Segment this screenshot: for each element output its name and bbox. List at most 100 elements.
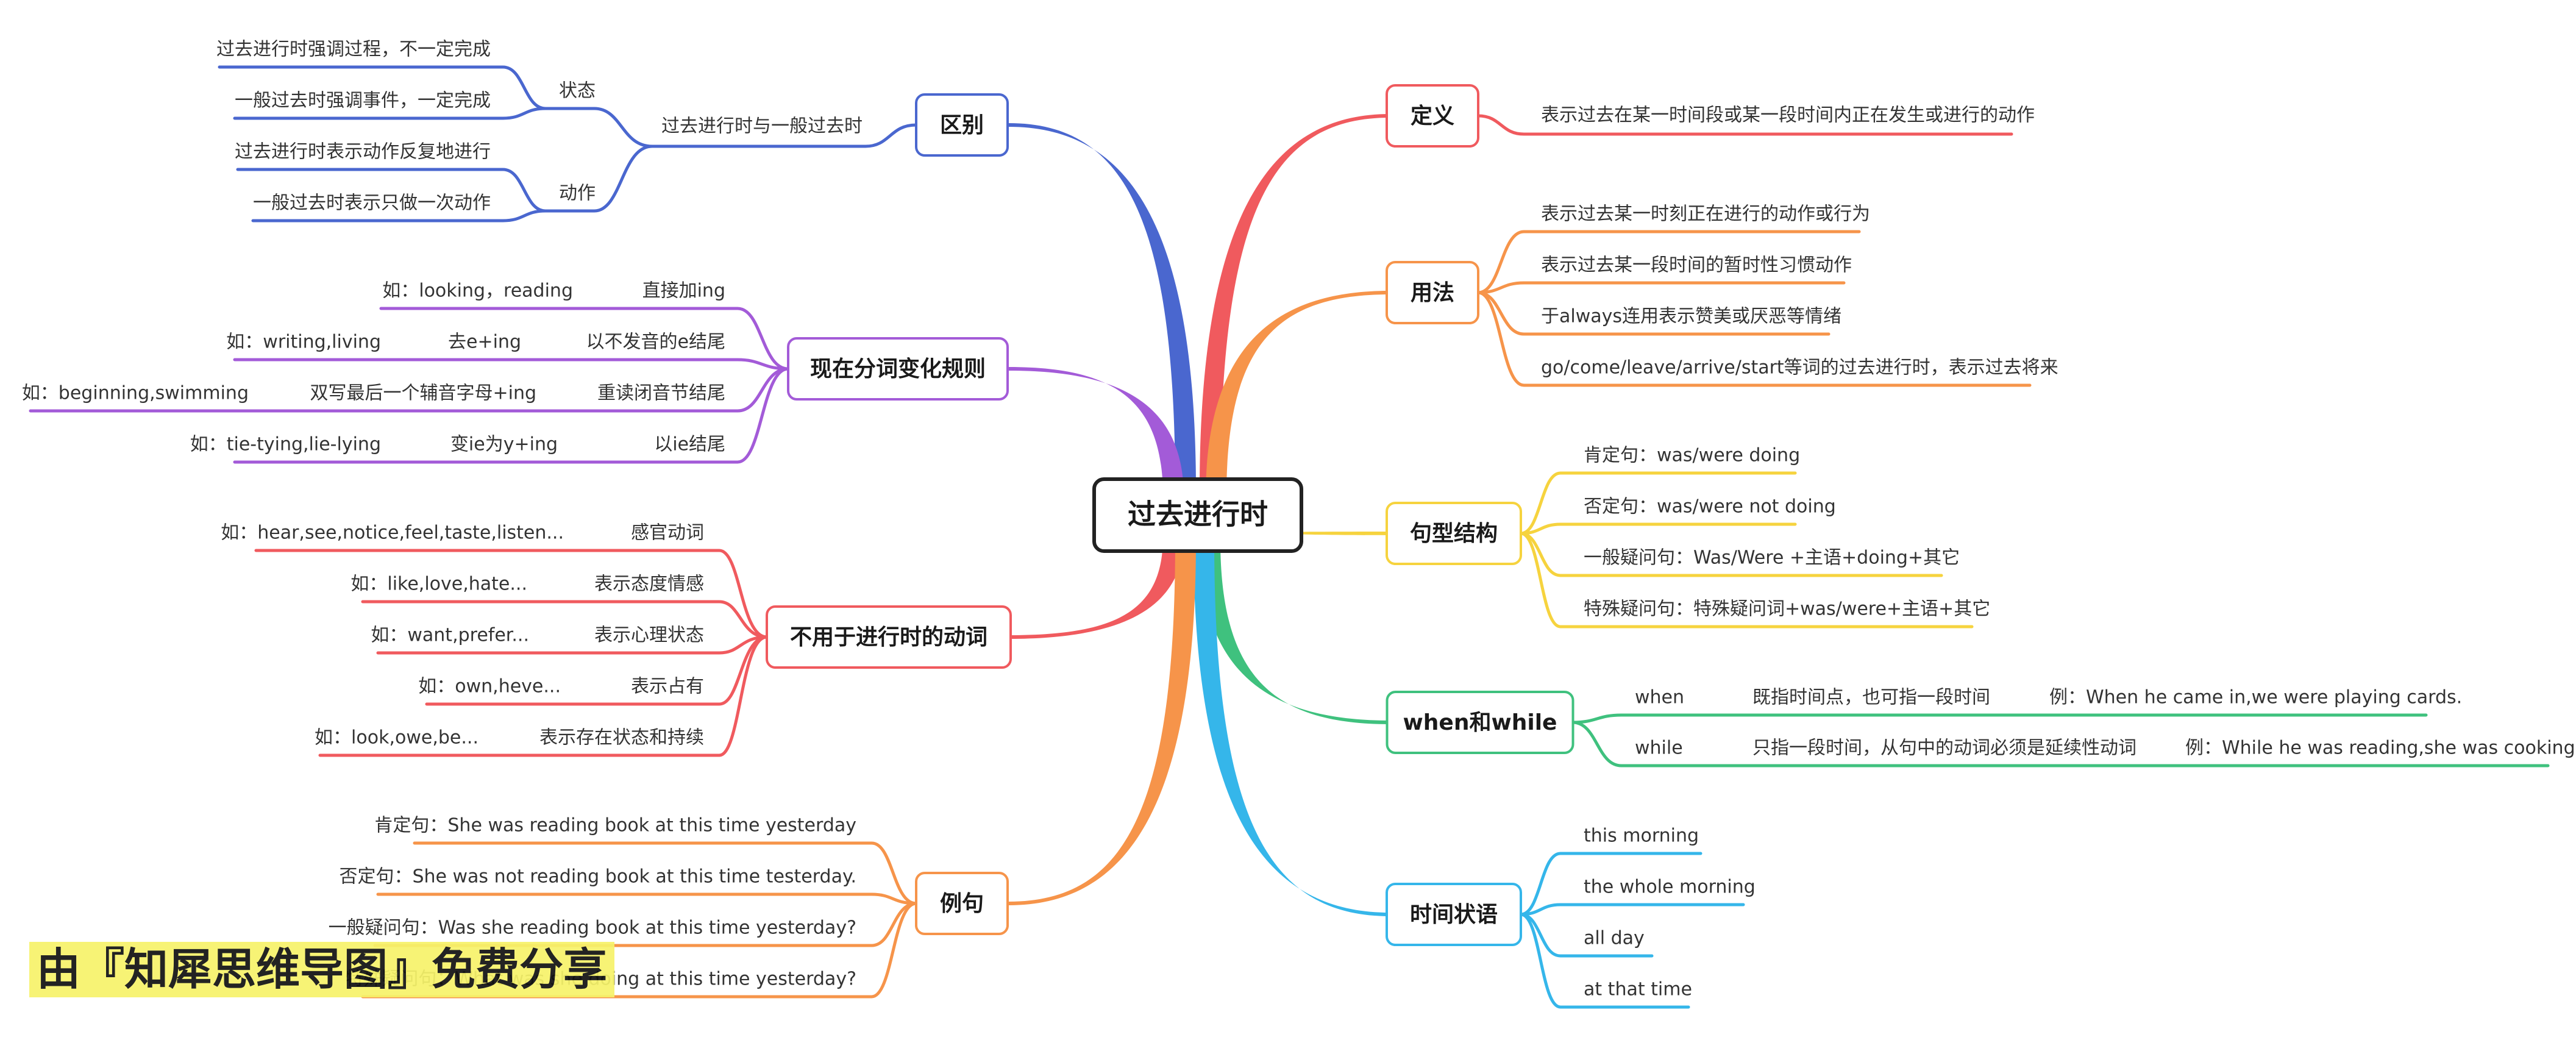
node-time-adverbials[interactable]: 时间状语 — [1386, 883, 1522, 946]
line-difference-group — [544, 144, 654, 213]
usage-item: 表示过去某一时刻正在进行的动作或行为 — [1541, 204, 1870, 225]
node-participle-rules-frame — [787, 337, 1009, 401]
line-participle-rule — [233, 367, 790, 464]
time-adverbial-item: at that time — [1584, 979, 1692, 1000]
line-example-item — [413, 841, 918, 905]
difference-group-label: 动作 — [559, 183, 596, 204]
node-usage-frame — [1386, 261, 1479, 324]
node-time-adverbials-label: 时间状语 — [1410, 902, 1498, 927]
stative-verb-type: 表示心理状态 — [594, 625, 704, 646]
structure-item: 否定句：was/were not doing — [1584, 496, 1836, 518]
when-while-description: 只指一段时间，从句中的动词必须是延续性动词 — [1752, 738, 2137, 759]
usage-item: 表示过去某一段时间的暂时性习惯动作 — [1541, 255, 1852, 276]
difference-item: 过去进行时强调过程，不一定完成 — [216, 39, 491, 60]
stative-verb-example: 如：hear,see,notice,feel,taste,listen... — [221, 522, 564, 544]
node-definition-label: 定义 — [1411, 104, 1454, 129]
line-example-item — [361, 902, 918, 999]
node-definition[interactable]: 定义 — [1386, 84, 1479, 148]
participle-rule: 重读闭音节结尾 — [597, 383, 725, 404]
line-example-item — [376, 892, 918, 905]
time-adverbial-item: all day — [1584, 928, 1645, 949]
node-time-adverbials-frame — [1386, 883, 1522, 946]
line-structure-item — [1519, 522, 1797, 535]
line-difference-item — [233, 107, 547, 120]
curve-usage — [1206, 291, 1390, 497]
line-structure-item — [1519, 471, 1797, 535]
stative-verb-type: 表示态度情感 — [594, 574, 704, 595]
line-definition-item — [1476, 114, 2013, 136]
node-participle-rules[interactable]: 现在分词变化规则 — [787, 337, 1009, 401]
structure-item: 特殊疑问句：特殊疑问词+was/were+主语+其它 — [1584, 599, 1990, 620]
line-stative-verb — [318, 635, 769, 757]
node-difference-label: 区别 — [940, 113, 984, 138]
curve-time-adverbials — [1194, 540, 1390, 916]
curve-stative-verbs — [1009, 536, 1184, 639]
curve-when-while — [1200, 540, 1390, 724]
node-sentence-structure-frame — [1386, 502, 1522, 565]
line-time-item — [1519, 903, 1745, 916]
usage-item: go/come/leave/arrive/start等词的过去进行时，表示过去将… — [1541, 357, 2058, 379]
line-difference-item — [218, 65, 547, 110]
difference-group-label: 状态 — [559, 80, 596, 102]
line-difference-item — [236, 168, 547, 213]
participle-change: 去e+ing — [448, 332, 521, 353]
node-examples[interactable]: 例句 — [915, 872, 1009, 935]
node-sentence-structure[interactable]: 句型结构 — [1386, 502, 1522, 565]
node-when-while[interactable]: when和while — [1386, 691, 1574, 754]
participle-example: 如：looking，reading — [382, 280, 573, 302]
participle-example: 如：tie-tying,lie-lying — [190, 434, 381, 455]
node-stative-verbs-label: 不用于进行时的动词 — [790, 625, 987, 650]
example-sentence: 肯定句：She was reading book at this time ye… — [374, 815, 856, 836]
curve-examples — [1009, 540, 1196, 905]
node-examples-frame — [915, 872, 1009, 935]
node-when-while-frame — [1386, 691, 1574, 754]
line-stative-verb — [254, 549, 769, 639]
difference-item: 过去进行时表示动作反复地进行 — [235, 141, 491, 163]
line-usage-item — [1476, 291, 2032, 387]
when-while-example: 例：While he was reading,she was cooking. — [2185, 738, 2576, 759]
when-while-word: when — [1635, 687, 1684, 708]
stative-verb-type: 表示占有 — [631, 676, 704, 697]
line-usage-item — [1476, 281, 1846, 294]
stative-verb-example: 如：own,heve... — [418, 676, 561, 697]
participle-rule: 以不发音的e结尾 — [586, 332, 725, 353]
line-when-while-row — [1571, 713, 2428, 724]
node-difference[interactable]: 区别 — [915, 93, 1009, 157]
line-stative-verb — [361, 600, 769, 639]
curve-structure — [1226, 530, 1390, 535]
stative-verb-example: 如：like,love,hate... — [350, 574, 527, 595]
example-sentence: 否定句：She was not reading book at this tim… — [339, 866, 856, 888]
participle-example: 如：writing,living — [226, 332, 381, 353]
line-time-item — [1519, 852, 1703, 916]
node-examples-label: 例句 — [940, 891, 984, 916]
node-difference-frame — [915, 93, 1009, 157]
node-sentence-structure-label: 句型结构 — [1410, 521, 1498, 546]
time-adverbial-item: the whole morning — [1584, 877, 1756, 898]
node-definition-frame — [1386, 84, 1479, 148]
when-while-example: 例：When he came in,we were playing cards. — [2049, 687, 2462, 708]
usage-item: 于always连用表示赞美或厌恶等情绪 — [1541, 306, 1841, 327]
node-when-while-label: when和while — [1403, 710, 1557, 735]
line-difference-sub — [650, 123, 918, 148]
structure-item: 一般疑问句：Was/Were +主语+doing+其它 — [1584, 547, 1960, 569]
when-while-description: 既指时间点，也可指一段时间 — [1752, 687, 1990, 708]
difference-item: 一般过去时强调事件，一定完成 — [235, 90, 491, 112]
line-participle-rule — [233, 358, 790, 371]
participle-example: 如：beginning,swimming — [22, 383, 249, 404]
node-stative-verbs[interactable]: 不用于进行时的动词 — [766, 605, 1012, 669]
time-adverbial-item: this morning — [1584, 825, 1699, 847]
stative-verb-type: 表示存在状态和持续 — [539, 727, 704, 749]
watermark-banner: 由『知犀思维导图』免费分享 — [29, 942, 615, 997]
participle-change: 变ie为y+ing — [450, 434, 558, 455]
central-topic-label: 过去进行时 — [1128, 498, 1268, 531]
difference-subtopic: 过去进行时与一般过去时 — [661, 116, 863, 137]
central-topic[interactable]: 过去进行时 — [1092, 477, 1303, 553]
node-usage[interactable]: 用法 — [1386, 261, 1479, 324]
structure-item: 肯定句：was/were doing — [1584, 445, 1800, 466]
central-topic-frame — [1092, 477, 1303, 553]
line-time-item — [1519, 913, 1690, 1009]
stative-verb-example: 如：want,prefer... — [371, 625, 529, 646]
when-while-word: while — [1635, 738, 1683, 759]
participle-change: 双写最后一个辅音字母+ing — [310, 383, 536, 404]
